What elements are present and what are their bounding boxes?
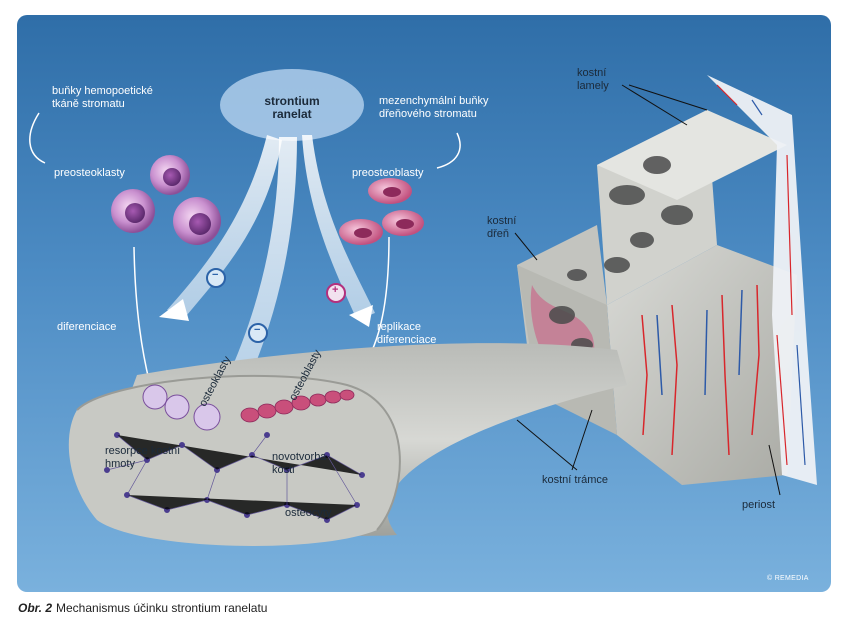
leader-periost [768, 444, 781, 496]
differentiation-label: diferenciace [57, 321, 117, 333]
mesenchymal-label: mezenchymální buňky dřeňového stromatu [379, 95, 489, 120]
leader-trabeculae-1 [571, 409, 593, 471]
figure-number: Obr. 2 [18, 601, 53, 615]
periosteum-flap [707, 75, 817, 485]
minus-sign-circle-center [248, 323, 268, 343]
copyright-text: © REMEDIA [767, 575, 809, 582]
osteoclast-cells [142, 384, 221, 431]
strontium-cloud [220, 69, 364, 141]
figure-title: Mechanismus účinku strontium ranelatu [56, 601, 268, 615]
leader-marrow [514, 232, 538, 261]
minus-sign-center: − [254, 324, 261, 336]
diagram-panel: strontium ranelat buňky hemopoetické tká… [17, 15, 831, 592]
preosteoclasts-label: preosteoklasty [54, 167, 125, 179]
curve-arrow-left [29, 112, 46, 164]
osteocytes-label: osteocyty [285, 507, 332, 519]
strontium-label: strontium ranelat [264, 94, 320, 121]
periosteum-label: periost [742, 499, 776, 511]
hemopoietic-label: buňky hemopoetické tkáně stromatu [52, 85, 153, 110]
marrow-label: kostní dřeň [487, 215, 517, 240]
osteoblast-cells [240, 389, 355, 423]
formation-label: novotvorba kosti [272, 451, 327, 476]
resorption-label: resorpce kostní hmoty [105, 445, 181, 470]
arrowhead-left [159, 299, 189, 321]
bone-block [517, 110, 797, 485]
plus-sign: + [332, 284, 339, 296]
beam-right [302, 135, 375, 320]
replication-label: replikace diferenciace [377, 321, 437, 346]
leader-trabeculae-2 [516, 419, 578, 471]
lamellae-label: kostní lamely [577, 67, 609, 92]
curve-arrow-right [436, 132, 461, 169]
bone-illustration [29, 69, 817, 547]
preosteoblast-cells [339, 178, 424, 245]
minus-sign-left: − [212, 269, 219, 281]
leader-lamely-2 [628, 84, 708, 111]
preosteoclast-cells [111, 155, 221, 245]
trabeculae-label: kostní trámce [542, 474, 609, 486]
beam-left [167, 135, 282, 315]
arrowhead-right [349, 305, 373, 327]
bone-cross-section [68, 374, 401, 547]
beam-center [222, 137, 297, 395]
plus-sign-circle [326, 283, 346, 303]
preosteoblasts-label: preosteoblasty [352, 167, 424, 179]
leader-lamely-1 [621, 84, 688, 126]
minus-sign-circle-left [206, 268, 226, 288]
